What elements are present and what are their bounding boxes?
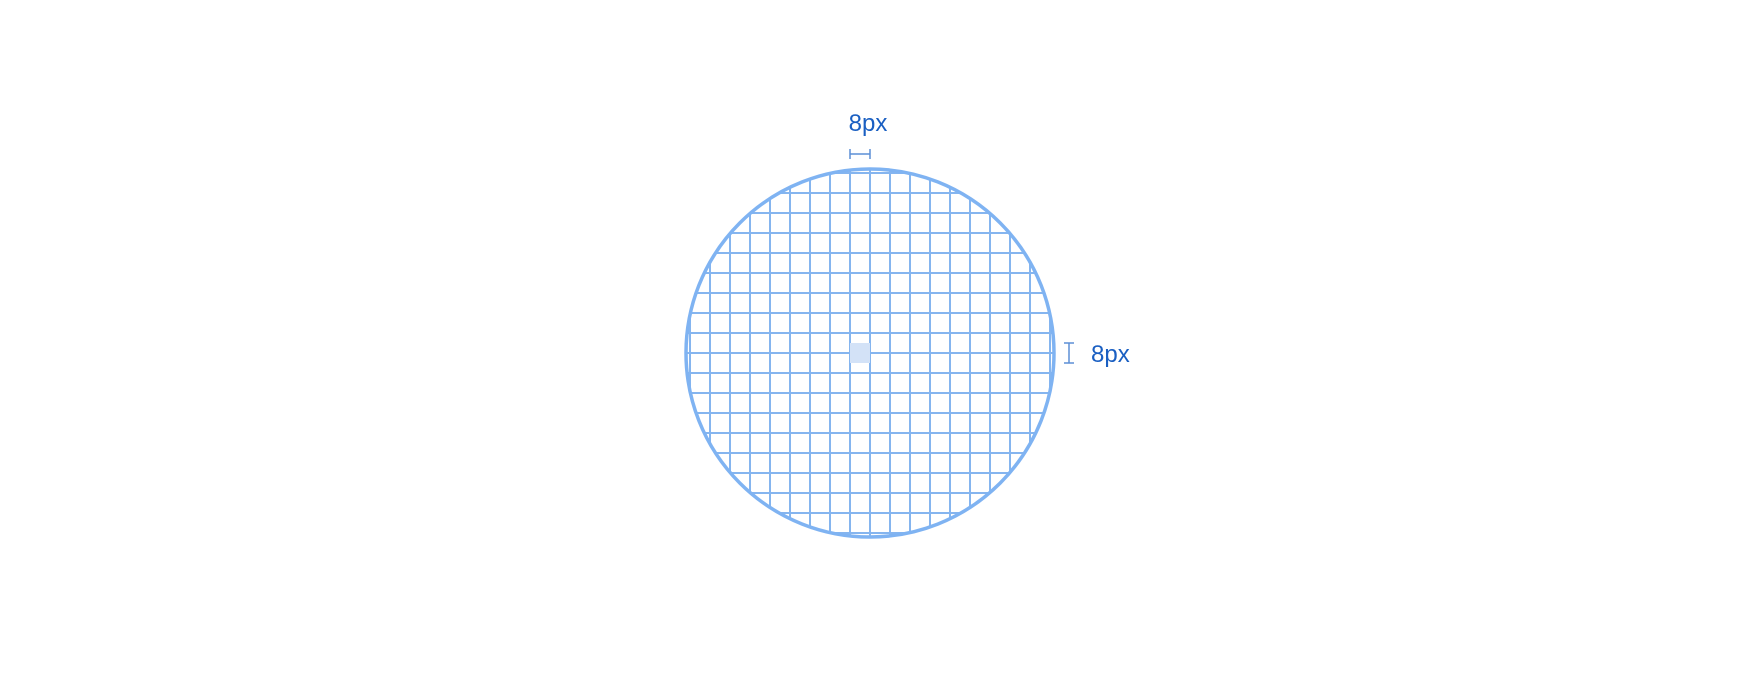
circle-outline xyxy=(684,167,1056,539)
vertical-unit-label: 8px xyxy=(1091,341,1130,368)
highlighted-grid-cell xyxy=(850,343,870,363)
horizontal-dimension-marker xyxy=(849,149,871,159)
horizontal-unit-label: 8px xyxy=(848,110,888,137)
vertical-dimension-marker xyxy=(1064,342,1074,364)
